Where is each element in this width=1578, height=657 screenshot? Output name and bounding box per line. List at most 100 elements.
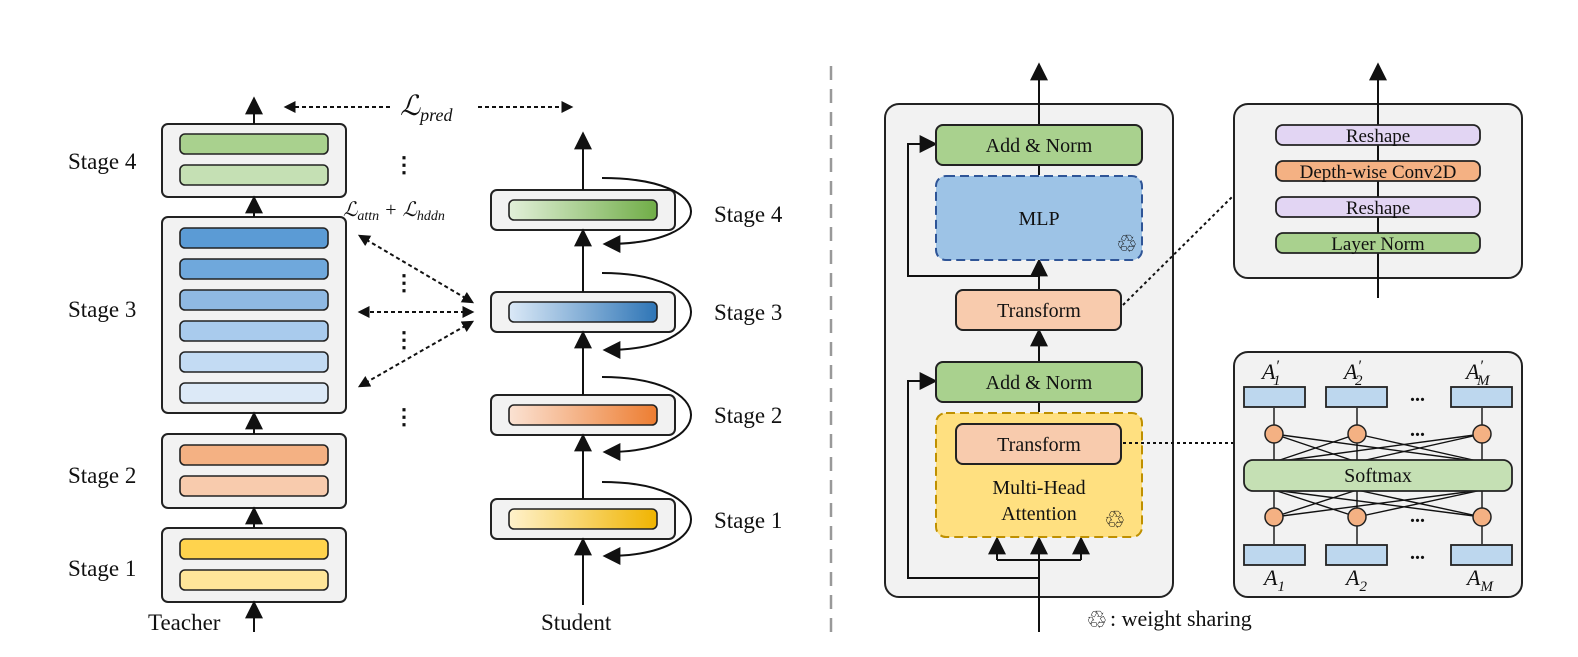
teacher-stage3-layer (179, 258, 329, 280)
dots: ... (1410, 384, 1425, 406)
head-output-box (1243, 386, 1306, 408)
recycle-icon: ♲ (1086, 606, 1108, 634)
transform-node (1472, 424, 1492, 444)
svg-text:ℒpred: ℒpred (400, 91, 453, 125)
student-stage1-label: Stage 1 (714, 508, 782, 533)
mha-label-line2: Attention (1001, 503, 1077, 525)
loss-hddn-symbol: ℒ (402, 199, 417, 221)
student-stage2-layer (508, 404, 658, 426)
teacher-stage1-layer (179, 569, 329, 591)
dots: ... (1410, 542, 1425, 564)
zoom-connector-top (1122, 192, 1237, 306)
head-input-label: A (1465, 565, 1481, 590)
head-input-label: A (1262, 565, 1278, 590)
svg-text:A1: A1 (1262, 565, 1285, 595)
teacher-stage4-layer (179, 164, 329, 186)
head-output-label: A (1260, 359, 1276, 384)
student-label: Student (541, 610, 612, 635)
teacher-column: Stage 4 Stage 3 Stage 2 Stage 1 Teacher (68, 96, 347, 635)
svg-text:ℒattn+ℒhddn: ℒattn+ℒhddn (343, 199, 445, 224)
head-output-box (1325, 386, 1388, 408)
student-loop-stage1 (601, 481, 692, 565)
distillation-arrows (357, 234, 475, 388)
head-input-box (1325, 544, 1388, 566)
transform-mid-box (955, 289, 1122, 331)
teacher-stage3-layer (179, 382, 329, 404)
head-input-box (1243, 544, 1306, 566)
loss-attn-subscript: attn (357, 209, 379, 224)
loss-pred-symbol: ℒ (400, 91, 421, 122)
ellipsis: ⋮ (393, 270, 415, 295)
transform-node (1264, 507, 1284, 527)
student-column: Stage 4 Stage 3 Stage 2 Stage 1 Student (490, 131, 783, 635)
reshape-bottom-box (1275, 196, 1481, 218)
mlp-box (935, 175, 1143, 261)
teacher-stage3-layer (179, 351, 329, 373)
layer-norm-box (1275, 232, 1481, 254)
head-input-label: A (1344, 565, 1360, 590)
teacher-stage3-layer (179, 320, 329, 342)
transform-mid-label: Transform (997, 300, 1081, 322)
ellipsis: ⋮ (393, 327, 415, 352)
recycle-icon: ♲ (1104, 506, 1126, 534)
reshape-bottom-label: Reshape (1346, 198, 1410, 219)
weight-sharing-legend: : weight sharing (1110, 606, 1252, 631)
attention-detail: Softmax ... ... ... ... A′1 A′2 A′M A1 A… (1233, 351, 1523, 598)
loss-pred-subscript: pred (418, 105, 453, 125)
ellipsis: ⋮ (393, 404, 415, 429)
teacher-stage2-label: Stage 2 (68, 463, 136, 488)
teacher-stage3-layer (179, 289, 329, 311)
teacher-stage2-layer (179, 444, 329, 466)
residual-top (907, 135, 1039, 277)
reshape-top-label: Reshape (1346, 126, 1410, 147)
svg-text:A′2: A′2 (1342, 358, 1363, 389)
loss-plus: + (385, 199, 396, 221)
head-input-box (1450, 544, 1513, 566)
transform-node (1347, 424, 1367, 444)
transform-node (1347, 507, 1367, 527)
transform-attn-box (955, 423, 1122, 465)
svg-text:AM: AM (1465, 565, 1494, 595)
add-norm-bottom-label: Add & Norm (986, 372, 1093, 394)
svg-text:A2: A2 (1344, 565, 1367, 595)
transform-attn-label: Transform (997, 434, 1081, 456)
teacher-stage1-label: Stage 1 (68, 556, 136, 581)
softmax-label: Softmax (1344, 465, 1412, 487)
teacher-label: Teacher (148, 610, 221, 635)
student-stage4-label: Stage 4 (714, 202, 783, 227)
teacher-stage4-layer (179, 133, 329, 155)
svg-text:A′1: A′1 (1260, 358, 1280, 389)
transform-detail: Reshape Depth-wise Conv2D Reshape Layer … (1233, 62, 1523, 298)
dwconv-label: Depth-wise Conv2D (1300, 162, 1457, 183)
add-norm-top-box (935, 124, 1143, 166)
teacher-stage2-layer (179, 475, 329, 497)
mha-label-line1: Multi-Head (992, 477, 1085, 499)
student-loop-stage2 (601, 376, 692, 461)
ellipsis-group: ⋮ ⋮ ⋮ ⋮ (393, 152, 415, 429)
add-norm-top-label: Add & Norm (986, 135, 1093, 157)
transform-connections (1273, 408, 1483, 544)
head-output-label: A (1464, 359, 1480, 384)
student-stage3-label: Stage 3 (714, 300, 782, 325)
student-stage1-layer (508, 508, 658, 530)
recycle-icon: ♲ (1116, 230, 1138, 258)
student-stage3-layer (508, 301, 658, 323)
head-output-box (1450, 386, 1513, 408)
layer-norm-label: Layer Norm (1331, 234, 1425, 255)
transform-node (1264, 424, 1284, 444)
dots: ... (1410, 419, 1425, 441)
dots: ... (1410, 505, 1425, 527)
student-loop-stage4 (601, 177, 692, 253)
head-output-label: A (1342, 359, 1358, 384)
loss-hddn-subscript: hddn (417, 209, 445, 224)
dwconv-box (1275, 160, 1481, 182)
loss-pred: ℒpred (283, 91, 574, 125)
transformer-block: Add & Norm MLP ♲ Transform Add & Norm Tr… (884, 62, 1252, 634)
reshape-top-box (1275, 124, 1481, 146)
svg-text:A′M: A′M (1464, 358, 1491, 389)
softmax-box (1243, 459, 1513, 492)
teacher-stage3-label: Stage 3 (68, 297, 136, 322)
student-loop-stage3 (601, 272, 692, 359)
transform-node (1472, 507, 1492, 527)
